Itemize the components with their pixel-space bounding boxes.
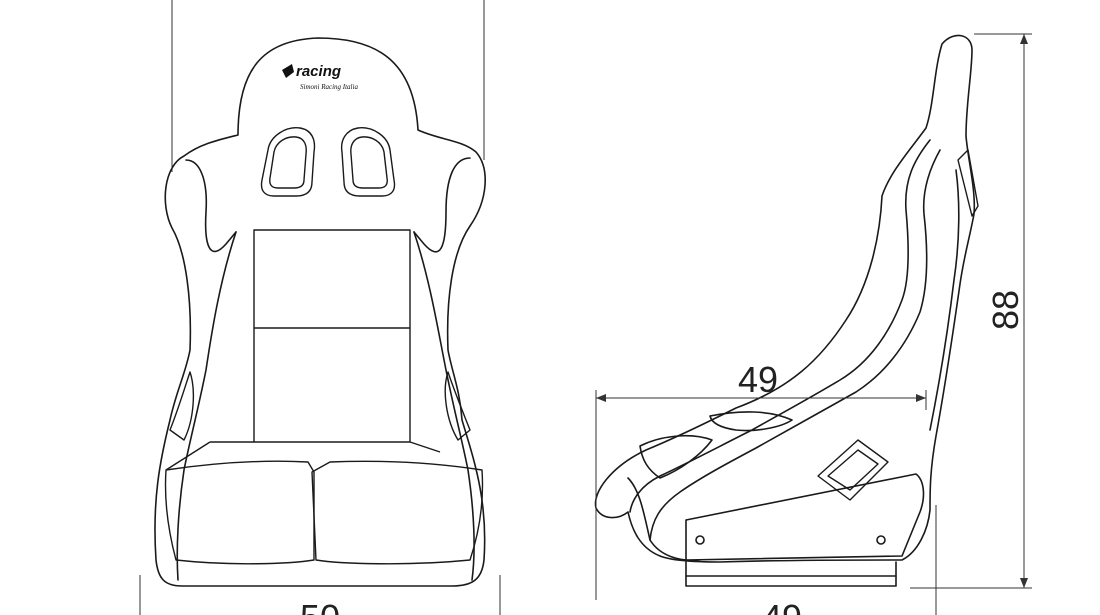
front-outer-shell [154, 37, 486, 587]
side-bottom-depth-label: 49 [762, 597, 802, 615]
mount-bolt-rear [876, 535, 886, 545]
side-cushion-lower [627, 477, 701, 562]
side-cushion-top [709, 411, 793, 432]
side-bolster-contour-inner [649, 149, 941, 541]
height-label: 88 [985, 290, 1026, 330]
seat-cushion-right [311, 460, 484, 565]
front-bolster-left [185, 159, 237, 253]
brand-logo: racing Simoni Racing Italia [282, 63, 358, 91]
side-bolster-contour [629, 139, 931, 513]
harness-slot-right [340, 127, 396, 197]
height-arrow-bottom [1020, 578, 1028, 588]
side-harness-slot [957, 149, 979, 217]
side-shell-edge [929, 169, 960, 431]
back-panel [253, 229, 411, 443]
side-depth-arrow-right [916, 394, 926, 402]
brand-logo-text: racing [296, 63, 341, 80]
side-outer-shell [594, 34, 976, 563]
side-hip-cutout [817, 439, 889, 501]
front-bolster-inner-right [413, 231, 475, 581]
front-width-label: 50 [300, 597, 340, 615]
harness-slot-left [260, 127, 316, 197]
seat-cushion-left [164, 460, 315, 565]
side-cushion-front [639, 434, 713, 479]
brand-logo-tagline: Simoni Racing Italia [300, 83, 358, 91]
front-bolster-accent-right [444, 371, 471, 441]
harness-slot-right-inner [350, 136, 388, 189]
seat-front-lip [165, 441, 441, 471]
side-depth-label: 49 [738, 359, 778, 400]
harness-slot-left-inner [269, 136, 307, 189]
front-bolster-right [413, 157, 471, 253]
front-view: racing Simoni Racing Italia 50 [139, 0, 501, 615]
front-bolster-inner-left [176, 231, 237, 581]
side-hip-cutout-inner [827, 449, 879, 491]
height-arrow-top [1020, 34, 1028, 44]
mount-bolt-front [695, 535, 705, 545]
side-base-rail [685, 561, 897, 587]
side-view: 49 49 88 [594, 33, 1032, 615]
front-bolster-accent-left [169, 371, 195, 441]
side-mount-bracket [685, 473, 925, 561]
side-depth-arrow-left [596, 394, 606, 402]
